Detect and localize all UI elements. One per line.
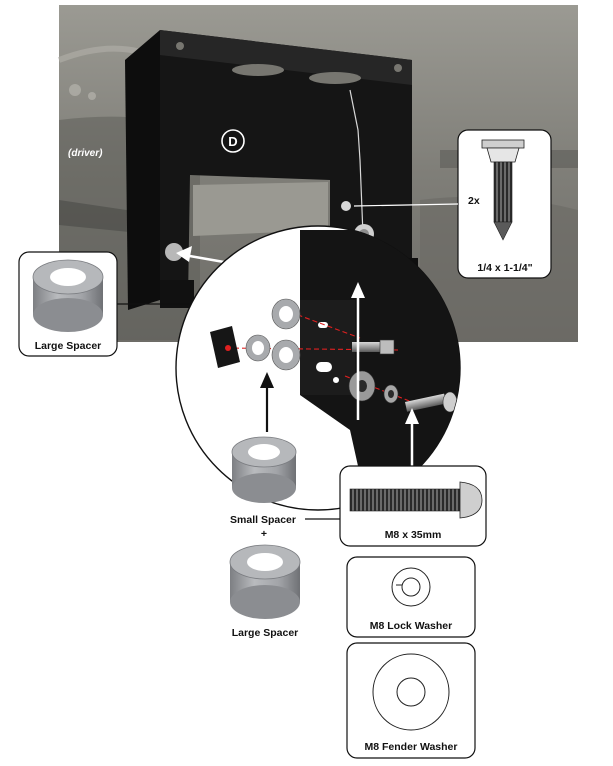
- driver-side-label: (driver): [68, 148, 103, 159]
- detail-screw-icon: [352, 339, 395, 355]
- detail-spacer-stack-icon: [245, 298, 301, 371]
- detail-lock-washer-icon: [383, 384, 399, 404]
- bolt-label: M8 x 35mm: [385, 529, 442, 541]
- detail-clip-nut-icon: [210, 326, 240, 368]
- location-marker-letter: D: [228, 134, 237, 149]
- fender-washer-label: M8 Fender Washer: [365, 741, 458, 753]
- lock-washer-icon: [391, 567, 431, 607]
- button-head-bolt-icon: [349, 481, 483, 519]
- large-spacer-bottom-icon: [229, 544, 301, 619]
- small-spacer-icon: [231, 436, 297, 503]
- fender-washer-icon: [372, 653, 450, 731]
- fender-washer-callout: M8 Fender Washer: [346, 642, 476, 759]
- location-marker-d: D: [221, 129, 245, 153]
- screw-size-label: 1/4 x 1-1/4": [477, 262, 532, 274]
- small-spacer-label: Small Spacer: [230, 514, 296, 526]
- lock-washer-label: M8 Lock Washer: [370, 620, 452, 632]
- large-spacer-icon: [32, 259, 104, 332]
- screw-callout: 2x 1/4 x 1-1/4": [353, 129, 552, 279]
- lock-washer-callout: M8 Lock Washer: [346, 556, 476, 638]
- bolt-callout: M8 x 35mm: [339, 465, 487, 547]
- large-spacer-label-bottom: Large Spacer: [232, 627, 299, 639]
- detail-fender-washer-icon: [348, 370, 376, 402]
- screw-quantity-label: 2x: [468, 195, 480, 207]
- plus-sign: +: [261, 528, 267, 540]
- spacer-stack: Small Spacer + Large Spacer: [229, 436, 340, 639]
- large-spacer-callout: Large Spacer: [18, 251, 272, 357]
- self-drilling-screw-icon: [481, 139, 525, 241]
- spacer-arrow: [260, 372, 274, 432]
- large-spacer-label-top: Large Spacer: [35, 340, 102, 352]
